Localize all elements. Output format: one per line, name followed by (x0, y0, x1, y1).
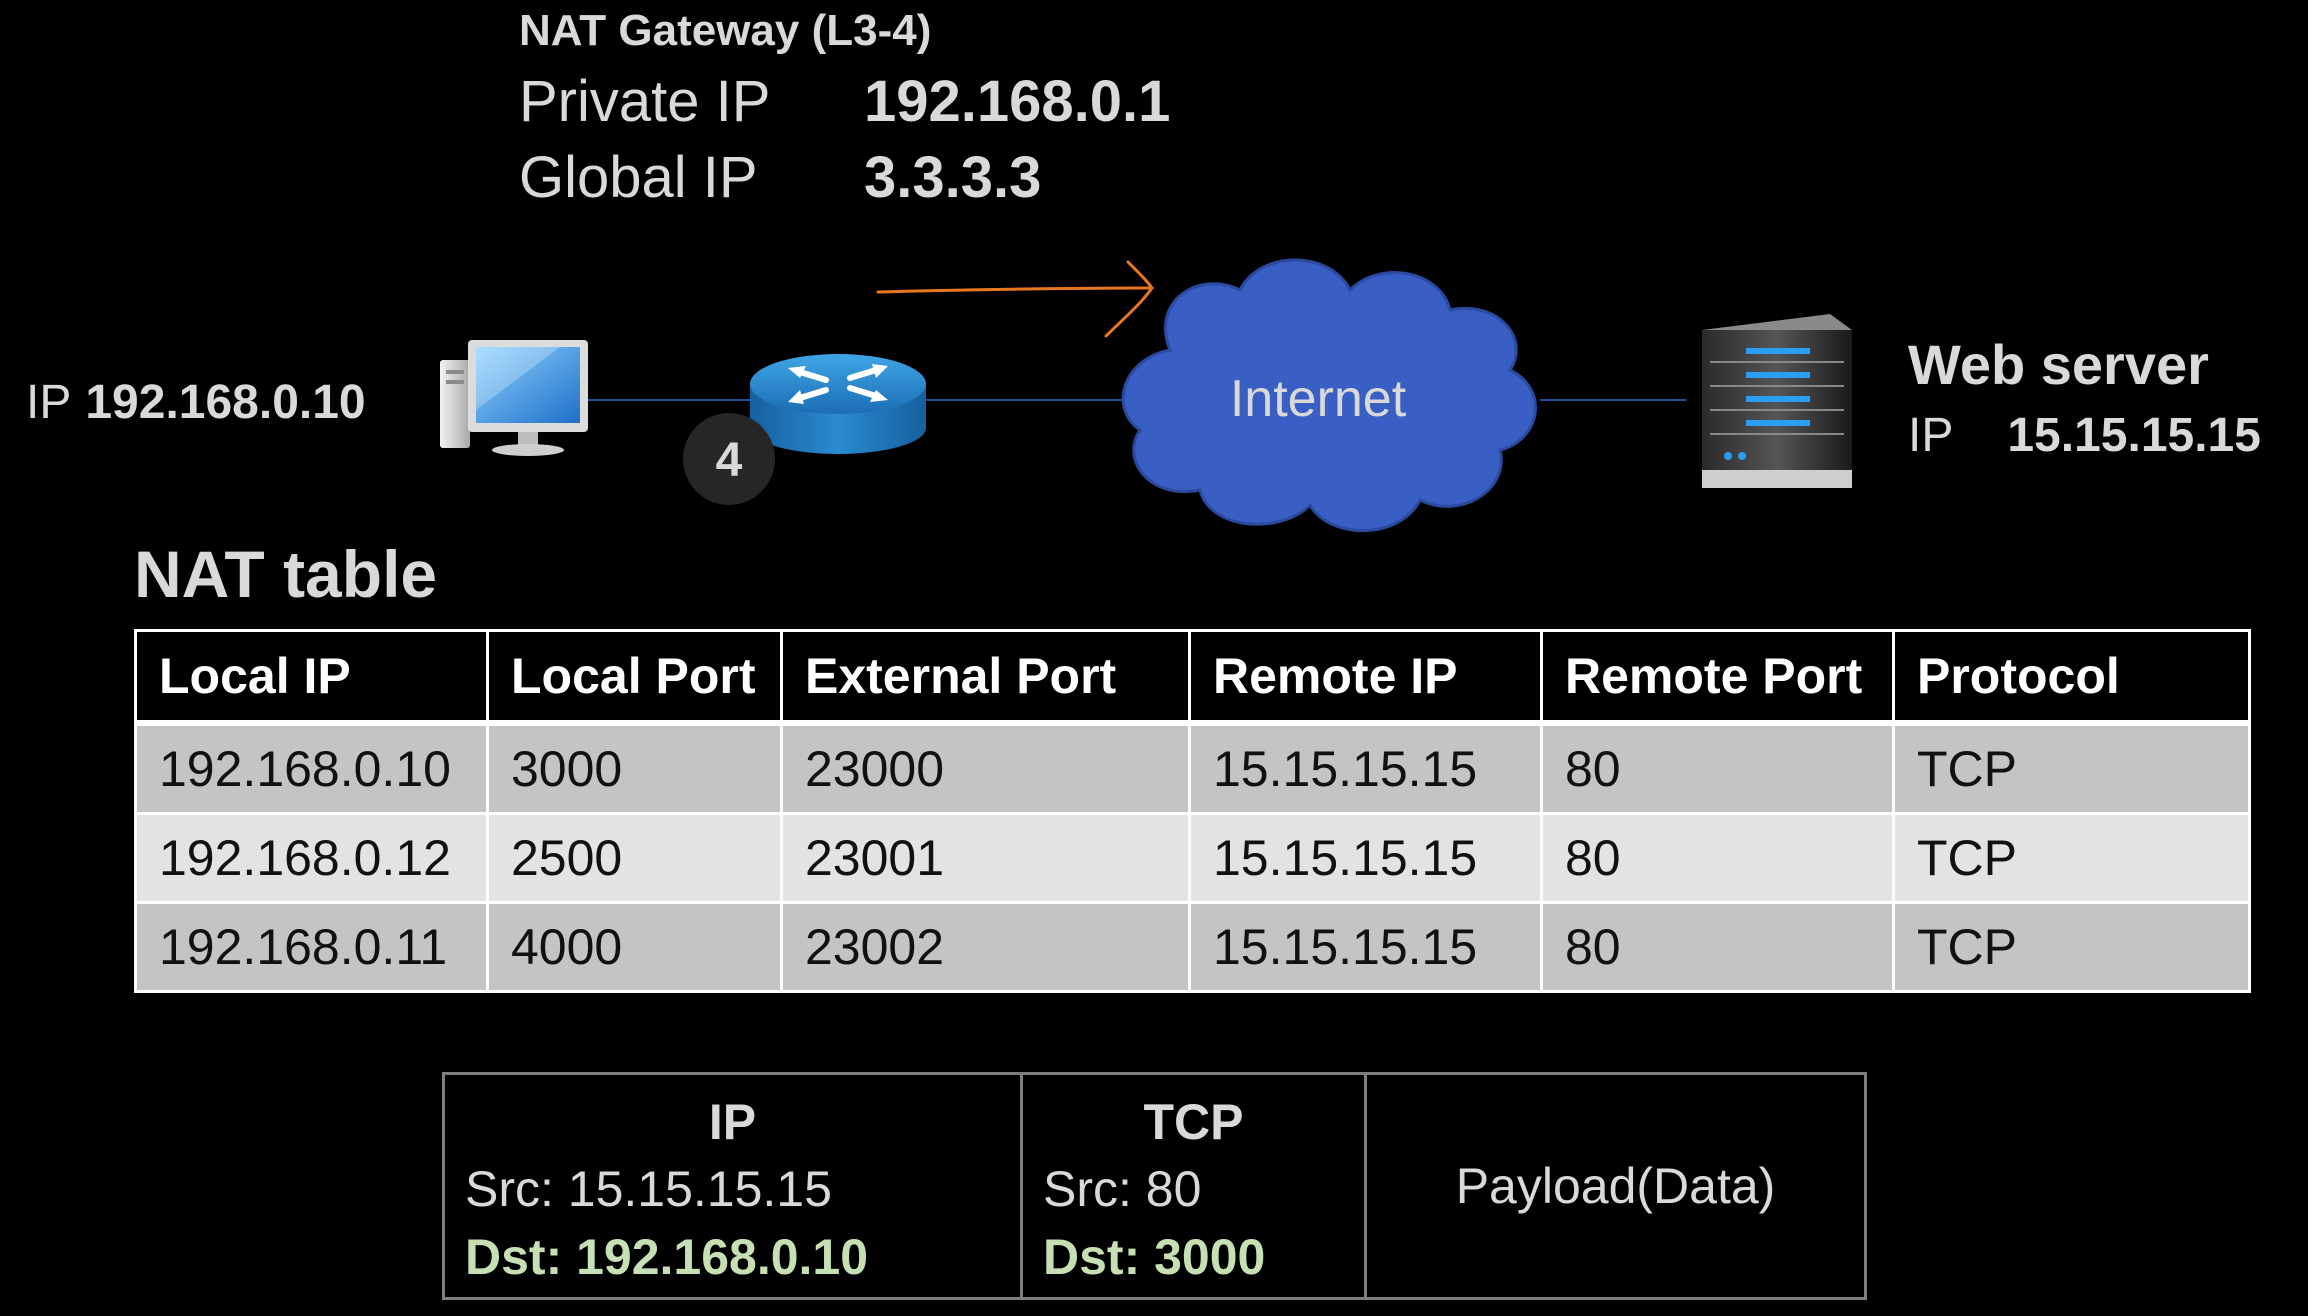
table-row: 192.168.0.11 4000 23002 15.15.15.15 80 T… (134, 901, 2251, 993)
web-server-ip-prefix: IP (1908, 409, 1954, 462)
cell-protocol: TCP (1892, 721, 2251, 815)
computer-icon (440, 340, 588, 456)
cell-local-ip: 192.168.0.12 (134, 812, 489, 904)
router-icon (750, 354, 926, 454)
packet-tcp-src: Src: 80 (1043, 1161, 1202, 1217)
cell-remote-ip: 15.15.15.15 (1188, 721, 1543, 815)
packet-tcp-title: TCP (1143, 1094, 1244, 1150)
step-badge (683, 413, 775, 505)
private-ip-label: Private IP (519, 69, 771, 134)
col-remote-ip: Remote IP (1188, 629, 1543, 726)
packet-ip-dst: Dst: 192.168.0.10 (465, 1229, 869, 1285)
packet-ip-header: IP Src: 15.15.15.15 Dst: 192.168.0.10 (445, 1075, 1023, 1297)
host-ip-prefix: IP (26, 376, 72, 429)
web-server-ip: IP 15.15.15.15 (1908, 408, 2261, 463)
cell-remote-port: 80 (1540, 901, 1895, 993)
cell-protocol: TCP (1892, 812, 2251, 904)
cell-local-port: 3000 (486, 721, 783, 815)
col-local-port: Local Port (486, 629, 783, 726)
table-row: 192.168.0.12 2500 23001 15.15.15.15 80 T… (134, 812, 2251, 904)
internet-cloud-icon (1121, 258, 1537, 533)
direction-arrow (876, 260, 1154, 338)
cell-external-port: 23001 (780, 812, 1191, 904)
cell-protocol: TCP (1892, 901, 2251, 993)
host-ip-value: 192.168.0.10 (85, 376, 366, 429)
gateway-global-row: Global IP 3.3.3.3 (519, 144, 1041, 211)
packet-tcp-header: TCP Src: 80 Dst: 3000 (1023, 1075, 1367, 1297)
web-server-ip-value: 15.15.15.15 (2007, 409, 2261, 462)
packet-box: IP Src: 15.15.15.15 Dst: 192.168.0.10 TC… (442, 1072, 1867, 1300)
cell-remote-ip: 15.15.15.15 (1188, 812, 1543, 904)
step-badge-number: 4 (716, 434, 743, 487)
cell-local-port: 4000 (486, 901, 783, 993)
web-server-icon (1702, 314, 1852, 488)
cell-external-port: 23000 (780, 721, 1191, 815)
cell-remote-port: 80 (1540, 812, 1895, 904)
table-row: 192.168.0.10 3000 23000 15.15.15.15 80 T… (134, 721, 2251, 815)
col-external-port: External Port (780, 629, 1191, 726)
cell-external-port: 23002 (780, 901, 1191, 993)
col-remote-port: Remote Port (1540, 629, 1895, 726)
packet-tcp-dst: Dst: 3000 (1043, 1229, 1266, 1285)
col-protocol: Protocol (1892, 629, 2251, 726)
cell-local-ip: 192.168.0.10 (134, 721, 489, 815)
cell-remote-port: 80 (1540, 721, 1895, 815)
global-ip-value: 3.3.3.3 (864, 145, 1042, 210)
cell-local-ip: 192.168.0.11 (134, 901, 489, 993)
nat-table-header-row: Local IP Local Port External Port Remote… (134, 629, 2251, 726)
gateway-title: NAT Gateway (L3-4) (519, 6, 932, 55)
packet-ip-title: IP (708, 1094, 757, 1150)
internet-label: Internet (1230, 370, 1407, 428)
nat-table: Local IP Local Port External Port Remote… (134, 629, 2251, 993)
cell-local-port: 2500 (486, 812, 783, 904)
col-local-ip: Local IP (134, 629, 489, 726)
global-ip-label: Global IP (519, 145, 758, 210)
nat-table-heading: NAT table (134, 537, 438, 611)
cell-remote-ip: 15.15.15.15 (1188, 901, 1543, 993)
packet-payload-label: Payload(Data) (1455, 1158, 1776, 1214)
packet-ip-src: Src: 15.15.15.15 (465, 1161, 832, 1217)
gateway-private-row: Private IP 192.168.0.1 (519, 68, 1170, 135)
packet-payload: Payload(Data) (1367, 1075, 1864, 1297)
private-ip-value: 192.168.0.1 (864, 69, 1171, 134)
web-server-title: Web server (1908, 333, 2209, 396)
